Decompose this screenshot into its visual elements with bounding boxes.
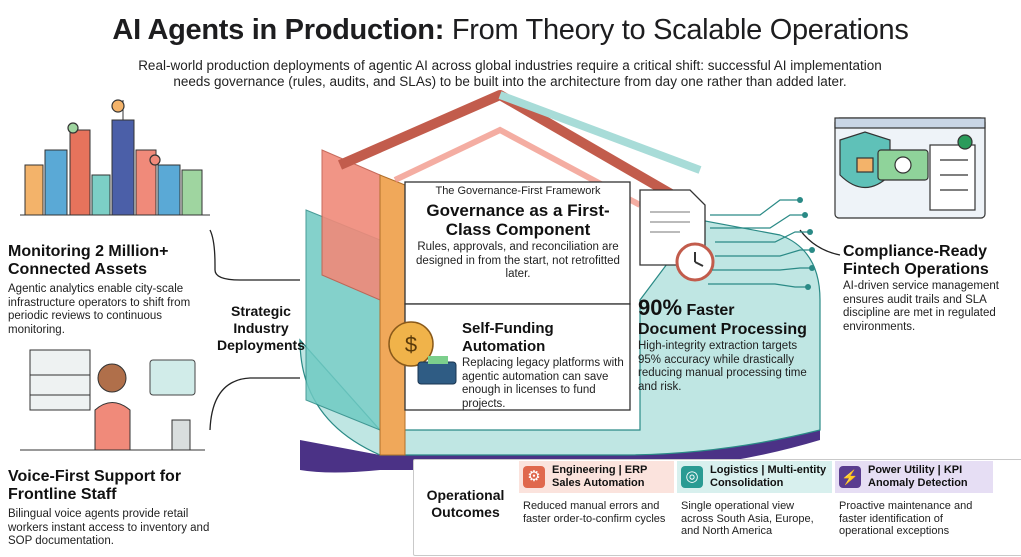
governance-text: Rules, approvals, and reconciliation are…	[416, 241, 620, 280]
compliance-text: AI-driven service management ensures aud…	[843, 280, 999, 333]
city-skyline-icon	[20, 100, 210, 216]
governance-title: Governance as a First-Class Component	[426, 201, 610, 239]
doc-text: High-integrity extraction targets 95% ac…	[638, 340, 807, 393]
page-title: AI Agents in Production: From Theory to …	[0, 14, 1021, 47]
coin-icon	[388, 321, 434, 367]
outcome-utility-text: Proactive maintenance and faster identif…	[839, 500, 973, 537]
outcome-logistics-text: Single operational view across South Asi…	[681, 500, 814, 537]
title-light: From Theory to Scalable Operations	[451, 14, 909, 46]
compliance-title: Compliance-Ready Fintech Operations	[843, 243, 989, 278]
checklist-icon	[929, 144, 976, 211]
outcome-erp-title: Engineering | ERP Sales Automation	[552, 464, 648, 489]
outcomes-label: Operational Outcomes	[426, 487, 505, 520]
outcome-utility-title: Power Utility | KPI Anomaly Detection	[868, 464, 968, 489]
governance-panel	[404, 181, 631, 305]
monitoring-text: Agentic analytics enable city-scale infr…	[8, 283, 191, 336]
title-bold: AI Agents in Production:	[112, 14, 445, 46]
wallet-icon	[417, 361, 457, 385]
outcome-erp-text: Reduced manual errors and faster order-t…	[523, 500, 666, 525]
salmon-slab	[321, 149, 381, 301]
voice-title: Voice-First Support for Frontline Staff	[8, 468, 182, 503]
voice-text: Bilingual voice agents provide retail wo…	[8, 508, 210, 547]
orange-pillar	[379, 174, 406, 456]
doc-processing-title: 90% Faster Document Processing	[638, 295, 813, 339]
doc-stat: 90%	[638, 295, 683, 320]
doc-title-line2: Document Processing	[638, 321, 807, 338]
svg-text:$: $	[405, 332, 417, 357]
selffunding-text: Replacing legacy platforms with agentic …	[462, 357, 624, 410]
doc-title-rest: Faster	[686, 302, 735, 319]
outcome-utility-header	[835, 461, 993, 493]
retail-worker-illustration	[20, 349, 205, 451]
page-subtitle: Real-world production deployments of age…	[138, 58, 882, 89]
monitoring-title: Monitoring 2 Million+ Connected Assets	[8, 243, 169, 278]
data-flow-lines	[708, 199, 812, 288]
wifi-icon	[67, 99, 161, 166]
compliance-illustration	[834, 117, 986, 219]
connector-line-monitoring	[209, 229, 300, 281]
strategic-deployments-label: Strategic Industry Deployments	[217, 303, 305, 353]
selffunding-title: Self-Funding Automation	[462, 320, 554, 355]
roof-teal	[498, 91, 702, 174]
gear-icon: ⚙	[523, 466, 545, 488]
connector-line-voice	[209, 377, 300, 431]
framework-label: The Governance-First Framework	[435, 185, 601, 197]
roof-inner	[393, 126, 642, 208]
connector-line-compliance	[799, 229, 841, 256]
outcome-logistics-title: Logistics | Multi-entity Consolidation	[710, 464, 827, 489]
power-tower-icon: ⚡	[839, 466, 861, 488]
globe-icon: ◎	[681, 466, 703, 488]
